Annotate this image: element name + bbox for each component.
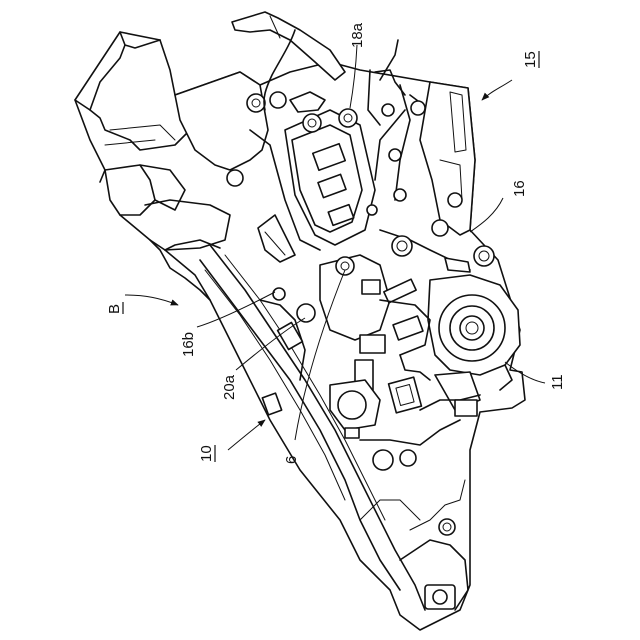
label-B: B <box>106 304 123 314</box>
label-15-group: 15 <box>522 51 539 68</box>
label-6: 6 <box>283 456 300 464</box>
label-20a: 20a <box>221 374 238 400</box>
label-10: 10 <box>198 445 215 462</box>
label-11: 11 <box>549 374 566 390</box>
label-B-group: B <box>106 302 123 314</box>
label-18a: 18a <box>349 22 366 48</box>
label-16: 16 <box>511 180 528 197</box>
label-15: 15 <box>522 51 539 68</box>
label-10-group: 10 <box>198 445 215 462</box>
label-16b: 16b <box>180 332 197 357</box>
